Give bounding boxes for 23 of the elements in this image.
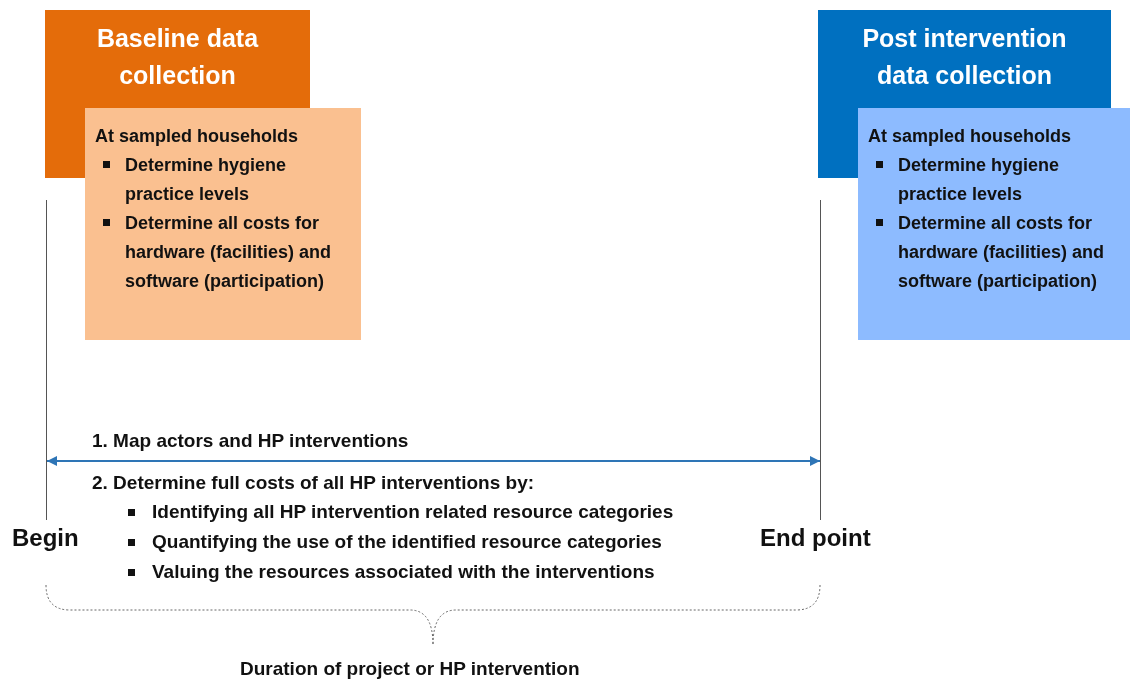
activity-box bbox=[858, 108, 1130, 340]
timeline-marker bbox=[46, 200, 47, 520]
phase-title: Baseline data collection bbox=[95, 23, 260, 91]
list-item: Identifying all HP intervention related resource categories bbox=[152, 501, 674, 523]
list-item: Valuing the resources associated with the interventions bbox=[152, 561, 655, 583]
double-arrow bbox=[46, 456, 821, 466]
list-item: Determine all costs for hardware (facilities) and software (participation) bbox=[898, 213, 1105, 291]
phase-title: Post intervention data collection bbox=[861, 23, 1068, 91]
duration-label: Duration of project or HP intervention bbox=[240, 658, 580, 680]
timeline-label: Begin bbox=[12, 524, 79, 552]
list-heading: At sampled households bbox=[95, 125, 300, 148]
list-heading: At sampled households bbox=[868, 125, 1073, 148]
activity-box bbox=[85, 108, 361, 340]
list-item: Determine all costs for hardware (facilities) and software (participation) bbox=[125, 213, 332, 291]
timeline-label: End point bbox=[760, 524, 871, 552]
timeline-marker bbox=[820, 200, 821, 520]
phase-header-box bbox=[45, 10, 310, 108]
step-text: 1. Map actors and HP interventions bbox=[92, 430, 409, 452]
list-item: Determine hygiene practice levels bbox=[898, 155, 1060, 204]
phase-header-box bbox=[818, 10, 1111, 108]
list-item: Determine hygiene practice levels bbox=[125, 155, 287, 204]
step-text: 2. Determine full costs of all HP interventions by: bbox=[92, 472, 535, 494]
list-item: Quantifying the use of the identified resource categories bbox=[152, 531, 662, 553]
